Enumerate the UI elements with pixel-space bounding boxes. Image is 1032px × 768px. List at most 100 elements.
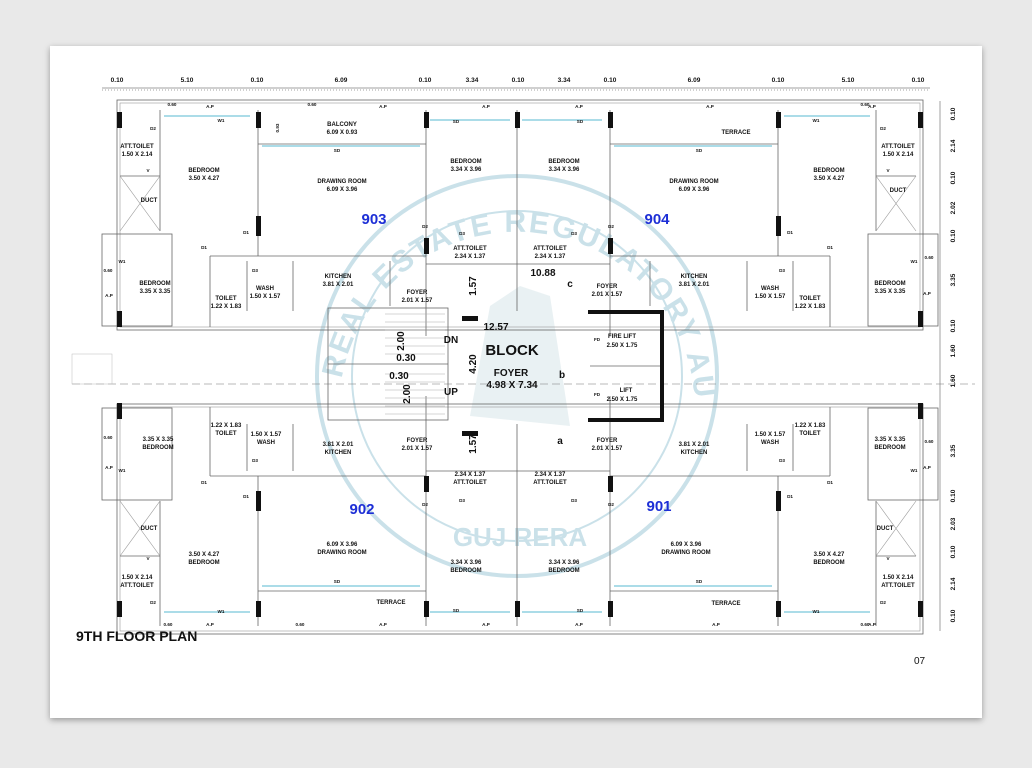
bedroom-903b: BEDROOM: [450, 159, 481, 165]
dim-060-2: 0.60: [308, 102, 317, 107]
ap-label-1: A.P: [206, 104, 214, 109]
sd-label-6: SD: [453, 608, 460, 613]
d2-label-5: D2: [422, 224, 428, 229]
wash-size-901: 1.50 X 1.57: [755, 432, 786, 438]
sd-label-4: SD: [696, 148, 703, 153]
att-toilet-901: ATT.TOILET: [881, 583, 915, 589]
att-toilet-small-size-904: 2.34 X 1.37: [535, 254, 566, 260]
dim-right-7: 0.10: [950, 319, 957, 332]
stair-dim-3: 0.30: [389, 371, 409, 382]
sd-label-1: SD: [334, 148, 341, 153]
toilet-902: TOILET: [215, 431, 237, 437]
kitchen-904: KITCHEN: [681, 274, 708, 280]
att-toilet-small-size-903: 2.34 X 1.37: [455, 254, 486, 260]
d1-label-6: D1: [243, 494, 249, 499]
right-dimension-line: 0.10 2.14 0.10 2.02 0.10 3.35 0.10 1.60 …: [939, 101, 957, 631]
wash-904: WASH: [761, 286, 779, 292]
ap-label-8: A.P: [379, 622, 387, 627]
left-projection: [71, 353, 113, 385]
w1-label-7: W1: [119, 468, 126, 473]
bedroom-size-901: 3.50 X 4.27: [814, 552, 845, 558]
att-toilet-903: ATT.TOILET: [120, 144, 154, 150]
marker-b: b: [559, 370, 565, 381]
kitchen-901: KITCHEN: [681, 450, 708, 456]
bedroom-901b: BEDROOM: [548, 568, 579, 574]
bedroom-size-903: 3.50 X 4.27: [189, 176, 220, 182]
toilet-903: TOILET: [215, 296, 237, 302]
block-span: 10.88: [530, 268, 555, 279]
bedroom-size-904c: 3.35 X 3.35: [875, 289, 906, 295]
ap-label-14: A.P: [923, 291, 931, 296]
dim-093: 0.93: [275, 123, 280, 132]
flat-902-rooms: 3.35 X 3.35 BEDROOM 1.22 X 1.83 TOILET 1…: [120, 423, 487, 606]
ap-label-13: A.P: [105, 293, 113, 298]
ap-label-4: A.P: [575, 104, 583, 109]
lift-size: 2.50 X 1.75: [607, 397, 638, 403]
d2-label-2: D2: [880, 126, 886, 131]
att-toilet-size-903: 1.50 X 2.14: [122, 152, 153, 158]
floor-plan: GUJARAT REAL ESTATE REGULATORY AUTHORITY…: [50, 46, 975, 635]
dim-top-13: 0.10: [912, 77, 925, 84]
foyer-size-903: 2.01 X 1.57: [402, 298, 433, 304]
bedroom-902: BEDROOM: [188, 560, 219, 566]
drawing-room-size-903: 6.09 X 3.96: [327, 187, 358, 193]
watermark-text-bottom: GUJ RERA: [453, 522, 588, 552]
w1-label-2: W1: [813, 118, 820, 123]
att-toilet-small-903: ATT.TOILET: [453, 246, 487, 252]
annotations: A.P A.P A.P A.P A.P A.P A.P A.P A.P A.P …: [104, 102, 934, 627]
terrace-901: TERRACE: [711, 601, 740, 607]
d3-label-6: D3: [571, 231, 577, 236]
dim-right-14: 2.14: [950, 577, 957, 590]
dim-top-6: 3.34: [466, 77, 479, 84]
terrace-902: TERRACE: [376, 600, 405, 606]
dim-060-7: 0.60: [925, 439, 934, 444]
ap-label-9: A.P: [482, 622, 490, 627]
wash-903: WASH: [256, 286, 274, 292]
toilet-901: TOILET: [799, 431, 821, 437]
bedroom-size-904b: 3.34 X 3.96: [549, 167, 580, 173]
balcony-size-903: 6.09 X 0.93: [327, 130, 358, 136]
wash-size-903: 1.50 X 1.57: [250, 294, 281, 300]
d2-label-7: D2: [422, 502, 428, 507]
w1-label-4: W1: [813, 609, 820, 614]
bedroom-904: BEDROOM: [813, 168, 844, 174]
dim-060-6: 0.60: [104, 435, 113, 440]
foyer-902: FOYER: [407, 438, 428, 444]
bedroom-901c: BEDROOM: [874, 445, 905, 451]
v-label-2: V: [886, 168, 890, 173]
dim-top-3: 0.10: [251, 77, 264, 84]
unit-901: 901: [646, 498, 671, 515]
bedroom-size-901b: 3.34 X 3.96: [549, 560, 580, 566]
w1-label-1: W1: [218, 118, 225, 123]
drawing-room-size-901: 6.09 X 3.96: [671, 542, 702, 548]
foyer-904: FOYER: [597, 284, 618, 290]
drawing-room-902: DRAWING ROOM: [317, 550, 366, 556]
ap-label-7: A.P: [206, 622, 214, 627]
bedroom-903c: BEDROOM: [139, 281, 170, 287]
foyer-size-904: 2.01 X 1.57: [592, 292, 623, 298]
d2-label-1: D2: [150, 126, 156, 131]
block-foyer-size: 4.98 X 7.34: [486, 380, 538, 391]
stair-dim-4: 2.00: [402, 384, 413, 404]
d1-label-3: D1: [787, 230, 793, 235]
ap-label-16: A.P: [923, 465, 931, 470]
bedroom-size-901c: 3.35 X 3.35: [875, 437, 906, 443]
att-toilet-small-size-901: 2.34 X 1.37: [535, 472, 566, 478]
dim-top-9: 0.10: [604, 77, 617, 84]
kitchen-size-901: 3.81 X 2.01: [679, 442, 710, 448]
floor-plan-title: 9TH FLOOR PLAN: [76, 628, 198, 644]
lower-plan-walls: [101, 396, 939, 635]
fire-lift-size: 2.50 X 1.75: [607, 343, 638, 349]
ap-label-11: A.P: [712, 622, 720, 627]
bedroom-size-902c: 3.35 X 3.35: [143, 437, 174, 443]
sd-label-5: SD: [334, 579, 341, 584]
d3-label-2: D3: [779, 268, 785, 273]
dim-right-1: 0.10: [950, 107, 957, 120]
d3-label-4: D3: [779, 458, 785, 463]
dim-right-2: 2.14: [950, 139, 957, 152]
dim-060-4: 0.60: [104, 268, 113, 273]
foyer-903: FOYER: [407, 290, 428, 296]
d1-label-4: D1: [827, 245, 833, 250]
d2-label-8: D2: [608, 502, 614, 507]
fd-label-2: FD: [594, 392, 601, 397]
